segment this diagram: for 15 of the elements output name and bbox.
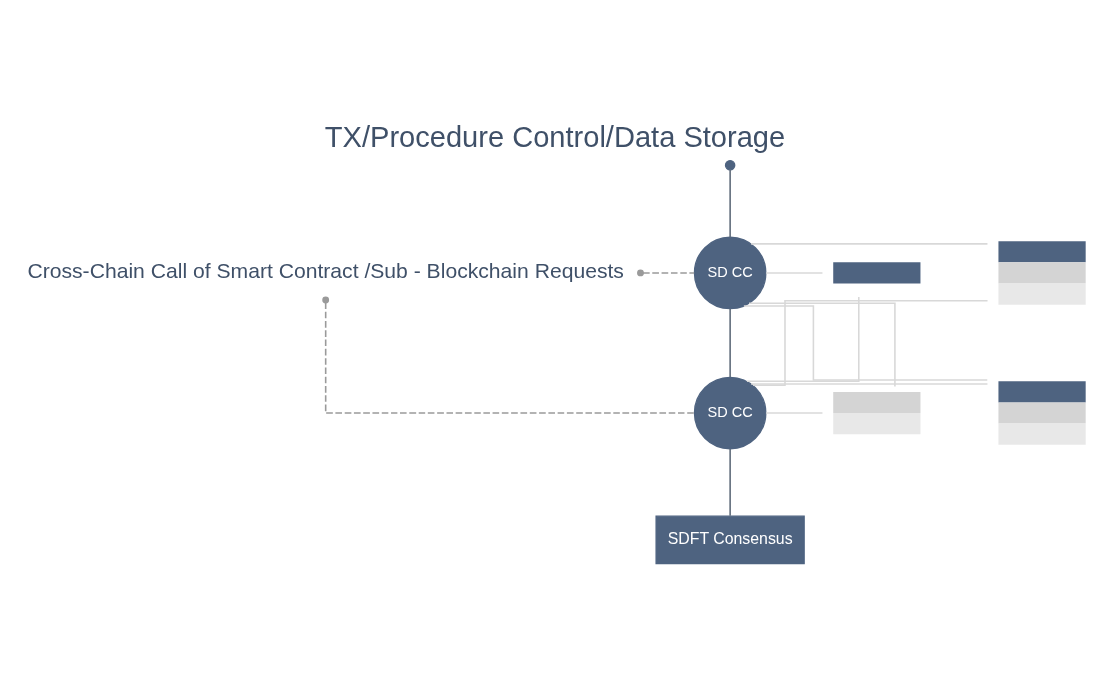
node-text: Cross-Chain Call of Smart Contract /Sub - Blockchain Requests	[27, 258, 624, 282]
connector	[637, 269, 695, 276]
connector	[748, 302, 896, 387]
connector	[750, 242, 989, 245]
node-circle	[724, 159, 736, 170]
connector	[729, 307, 731, 378]
connector	[746, 295, 860, 382]
node-circle: SD CC	[693, 376, 767, 449]
node-box: SDFT Consensus	[655, 514, 805, 564]
connector	[729, 168, 731, 238]
diagram-title: TX/Procedure Control/Data Storage	[324, 120, 786, 153]
node-bar	[833, 261, 921, 283]
connector	[322, 296, 696, 414]
node-circle: SD CC	[693, 236, 767, 309]
connector	[729, 447, 731, 517]
